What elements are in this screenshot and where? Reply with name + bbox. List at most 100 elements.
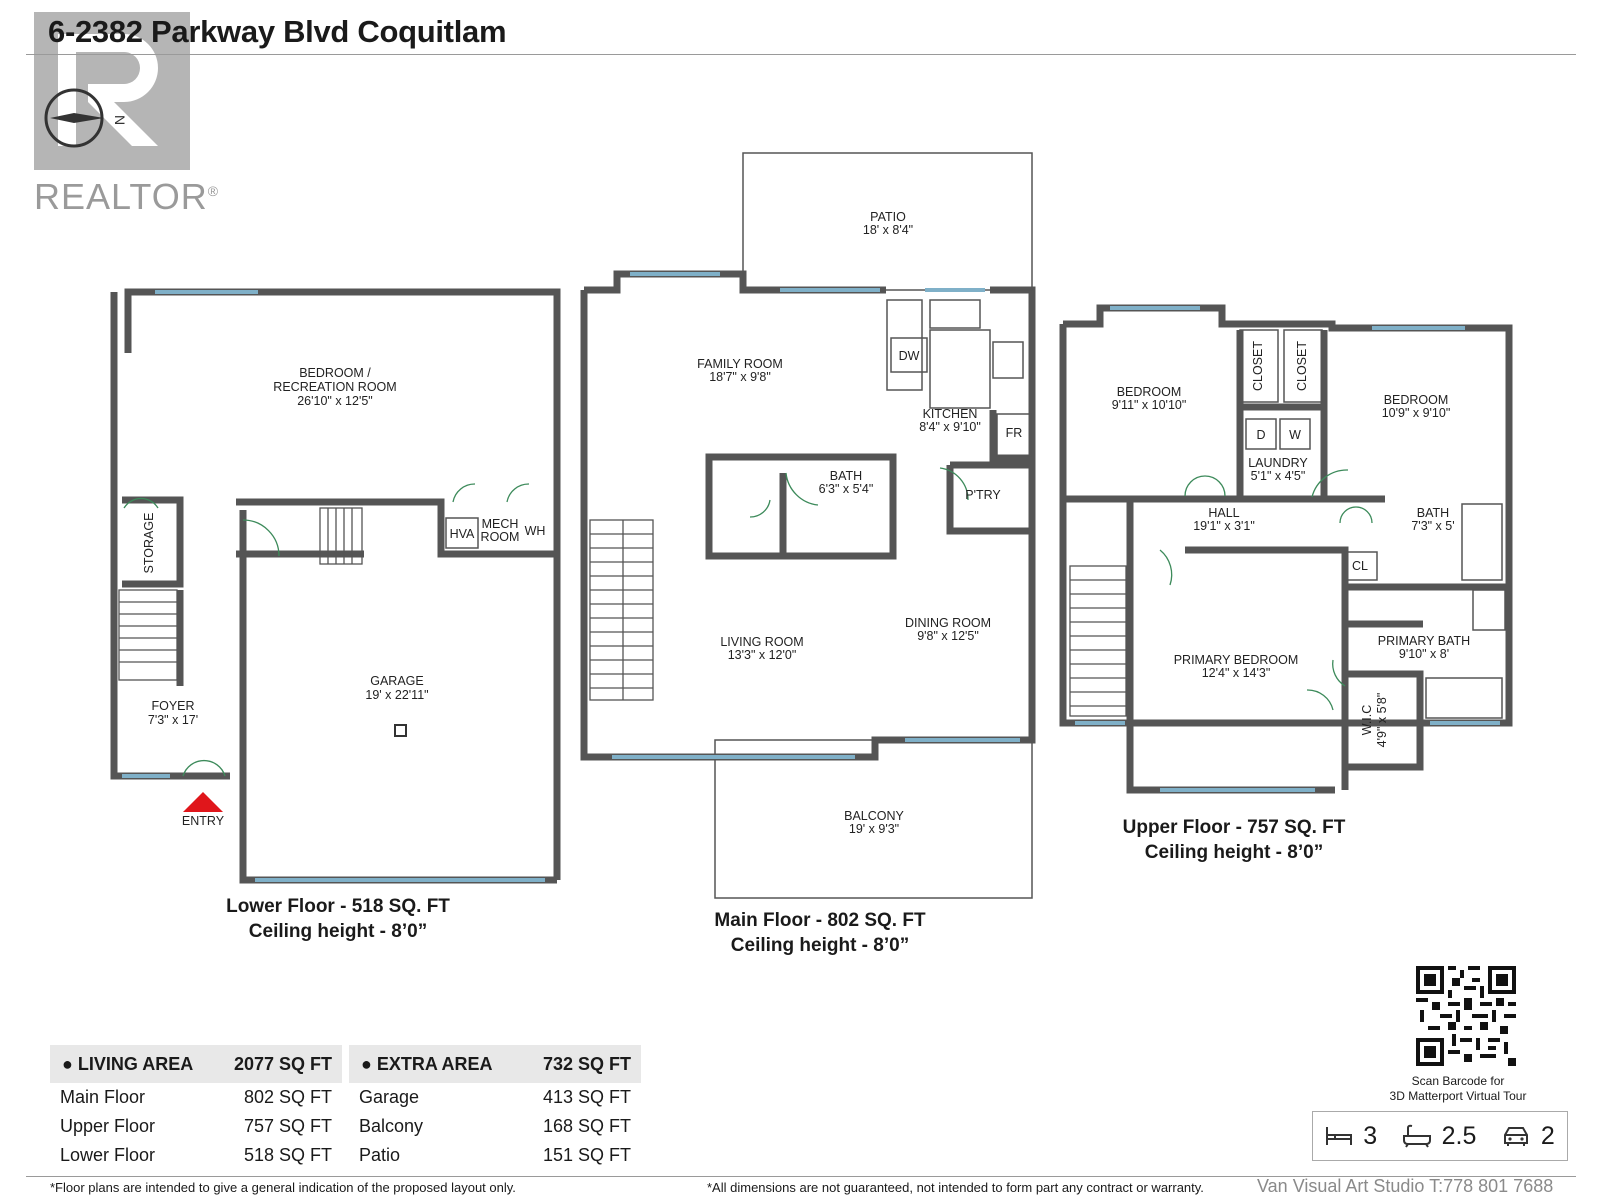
lower-floor-ceiling: Ceiling height - 8’0” <box>248 921 428 942</box>
wh-label: WH <box>525 524 546 538</box>
studio-credit: Van Visual Art Studio T:778 801 7688 <box>1257 1176 1554 1196</box>
dryer-label: D <box>1256 428 1265 442</box>
foyer-dim: 7'3" x 17' <box>148 713 198 727</box>
kitchen-island <box>929 329 991 409</box>
dining-room-dim: 9'8" x 12'5" <box>917 629 979 643</box>
family-room-label: FAMILY ROOM <box>697 357 783 371</box>
main-floor-area: Main Floor - 802 SQ. FT <box>714 910 926 931</box>
entry-label: ENTRY <box>182 814 225 828</box>
main-floor-ceiling: Ceiling height - 8’0” <box>730 935 910 956</box>
hall-label: HALL <box>1208 506 1239 520</box>
upper-bedroom2-dim: 10'9" x 9'10" <box>1382 406 1451 420</box>
closet-right <box>1283 329 1323 403</box>
entry-marker <box>183 792 223 812</box>
kitchen-sink <box>929 299 981 329</box>
footer-divider <box>26 1176 1576 1177</box>
laundry-washer <box>1245 418 1277 450</box>
wic-label: W.I.C <box>1360 705 1374 736</box>
lower-floor-walls <box>110 288 561 884</box>
dining-room-label: DINING ROOM <box>905 616 991 630</box>
primary-shower <box>1472 589 1506 631</box>
laundry-dim: 5'1" x 4'5" <box>1251 469 1306 483</box>
title-divider <box>26 54 1576 55</box>
page-title: 6-2382 Parkway Blvd Coquitlam <box>48 14 507 49</box>
footnote-right: *All dimensions are not guaranteed, not … <box>707 1180 1204 1195</box>
property-stats: 3 2.5 2 <box>1312 1111 1568 1161</box>
upper-bedroom2-label: BEDROOM <box>1384 393 1449 407</box>
patio-outline <box>742 152 1033 291</box>
closet-left-label: CLOSET <box>1251 341 1265 391</box>
cl-label: CL <box>1352 559 1368 573</box>
extra-area-header: ● EXTRA AREA 732 SQ FT <box>349 1045 641 1083</box>
beds-stat: 3 <box>1325 1122 1377 1151</box>
kitchen-counter <box>886 299 923 391</box>
bed-icon <box>1326 1127 1353 1145</box>
upper-floor-caption: Upper Floor - 757 SQ. FT Ceiling height … <box>1114 815 1354 865</box>
beds-count: 3 <box>1363 1121 1378 1150</box>
patio-label: PATIO <box>870 210 906 224</box>
qr-code[interactable] <box>1416 966 1516 1066</box>
balcony-outline <box>714 739 1033 899</box>
living-room-dim: 13'3" x 12'0" <box>728 648 797 662</box>
closet-left <box>1239 329 1279 403</box>
upper-bedroom1-dim: 9'11" x 10'10" <box>1112 398 1187 412</box>
upper-bedroom1-label: BEDROOM <box>1117 385 1182 399</box>
upper-bath-dim: 7'3" x 5' <box>1411 519 1454 533</box>
washer-label: W <box>1289 428 1301 442</box>
family-room-dim: 18'7" x 9'8" <box>709 370 771 384</box>
garage-column <box>394 724 407 737</box>
living-room-label: LIVING ROOM <box>720 635 803 649</box>
balcony-dim: 19' x 9'3" <box>849 822 899 836</box>
bathtub-icon <box>1402 1124 1431 1148</box>
closet-right-label: CLOSET <box>1295 341 1309 391</box>
baths-stat: 2.5 <box>1402 1121 1477 1151</box>
mech-label: MECH <box>482 517 519 531</box>
lower-bedroom-dim: 26'10" x 12'5" <box>297 394 373 408</box>
parking-stat: 2 <box>1501 1122 1555 1151</box>
living-area-heading: LIVING AREA <box>77 1053 194 1074</box>
hva-box <box>445 517 479 549</box>
car-icon <box>1503 1127 1528 1146</box>
upper-floor-ceiling: Ceiling height - 8’0” <box>1144 842 1324 863</box>
main-floor-walls <box>580 270 1036 761</box>
main-stairs <box>589 519 654 701</box>
dw-label: DW <box>899 349 920 363</box>
lower-floor-caption: Lower Floor - 518 SQ. FT Ceiling height … <box>218 894 458 944</box>
upper-cl <box>1344 551 1378 581</box>
realtor-wordmark: REALTOR® <box>34 176 220 217</box>
balcony-label: BALCONY <box>844 809 904 823</box>
parking-count: 2 <box>1540 1121 1555 1150</box>
lower-floor-area: Lower Floor - 518 SQ. FT <box>226 896 450 917</box>
primary-bedroom-dim: 12'4" x 14'3" <box>1202 666 1271 680</box>
wic-dim: 4'9" x 5'8" <box>1375 693 1389 748</box>
lower-stairs-foyer <box>118 589 178 681</box>
footnote-left: *Floor plans are intended to give a gene… <box>50 1180 516 1195</box>
hall-dim: 19'1" x 3'1" <box>1193 519 1255 533</box>
primary-bath-dim: 9'10" x 8' <box>1399 647 1449 661</box>
patio-dim: 18' x 8'4" <box>863 223 913 237</box>
primary-tub <box>1425 677 1503 719</box>
range <box>992 341 1024 379</box>
upper-bath-label: BATH <box>1417 506 1449 520</box>
svg-text:N: N <box>112 115 128 125</box>
upper-bath-tub <box>1461 503 1503 581</box>
kitchen-label: KITCHEN <box>923 407 978 421</box>
living-area-total: 2077 SQ FT <box>233 1053 332 1074</box>
upper-stairs <box>1069 565 1127 717</box>
compass-icon: N <box>44 88 128 148</box>
garage-dim: 19' x 22'11" <box>365 688 428 702</box>
upper-floor-walls <box>1059 304 1513 794</box>
baths-count: 2.5 <box>1441 1121 1477 1150</box>
main-bath-label: BATH <box>830 469 862 483</box>
lower-bedroom-label: BEDROOM / <box>299 366 371 380</box>
laundry-dryer <box>1279 418 1311 450</box>
qr-caption: Scan Barcode for 3D Matterport Virtual T… <box>1389 1074 1527 1103</box>
main-bath-dim: 6'3" x 5'4" <box>819 482 874 496</box>
extra-area-total: 732 SQ FT <box>542 1053 631 1074</box>
